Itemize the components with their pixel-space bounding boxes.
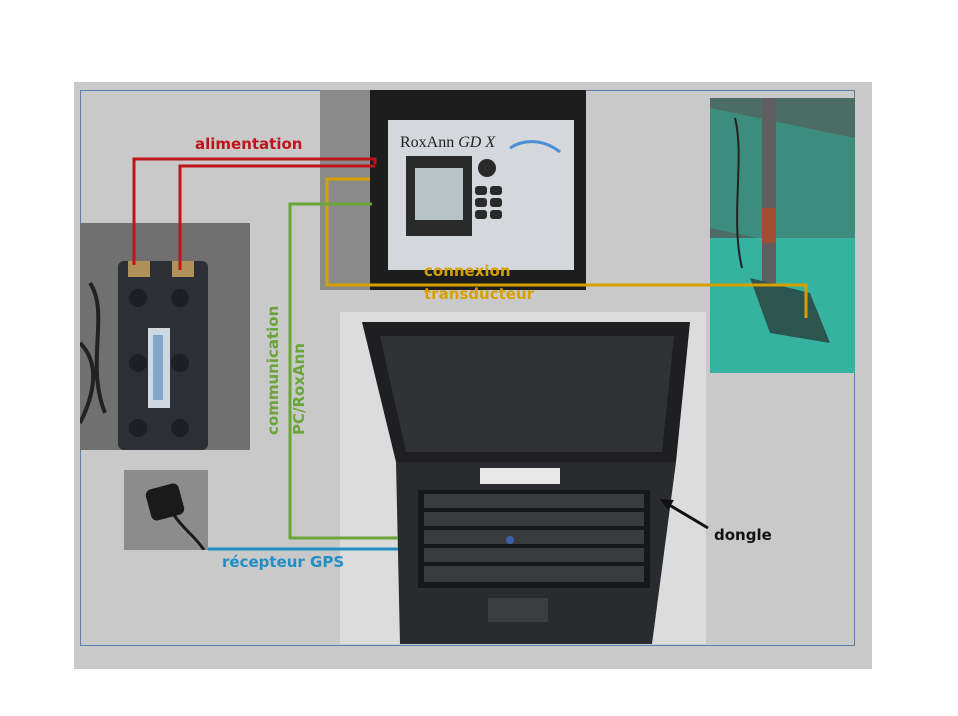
roxann-brand-text: RoxAnn GD X	[400, 134, 496, 151]
laptop-illustration	[340, 312, 706, 644]
gps-receiver-photo	[124, 470, 208, 550]
dongle-arrow	[665, 501, 709, 530]
communication-label-line1: communication	[264, 305, 282, 435]
gps-receiver-illustration	[124, 470, 208, 550]
power-line-inner	[178, 164, 375, 270]
transducer-illustration	[710, 98, 855, 373]
power-label: alimentation	[195, 135, 303, 153]
laptop-photo	[340, 312, 706, 644]
dongle-arrow-head	[660, 499, 674, 510]
communication-line	[288, 202, 398, 540]
transducer-photo	[710, 98, 855, 373]
dongle-label: dongle	[714, 526, 772, 544]
battery-illustration	[80, 223, 250, 450]
gps-label: récepteur GPS	[222, 553, 345, 571]
roxann-unit-illustration	[320, 90, 586, 290]
battery-photo	[80, 223, 250, 450]
communication-label-line2: PC/RoxAnn	[290, 343, 308, 435]
power-line-outer	[132, 157, 377, 265]
transducer-label-line1: connexion	[424, 262, 511, 280]
transducer-line	[325, 177, 808, 318]
transducer-label-line2: transducteur	[424, 285, 535, 303]
roxann-unit-photo: RoxAnn GD X	[320, 90, 586, 290]
